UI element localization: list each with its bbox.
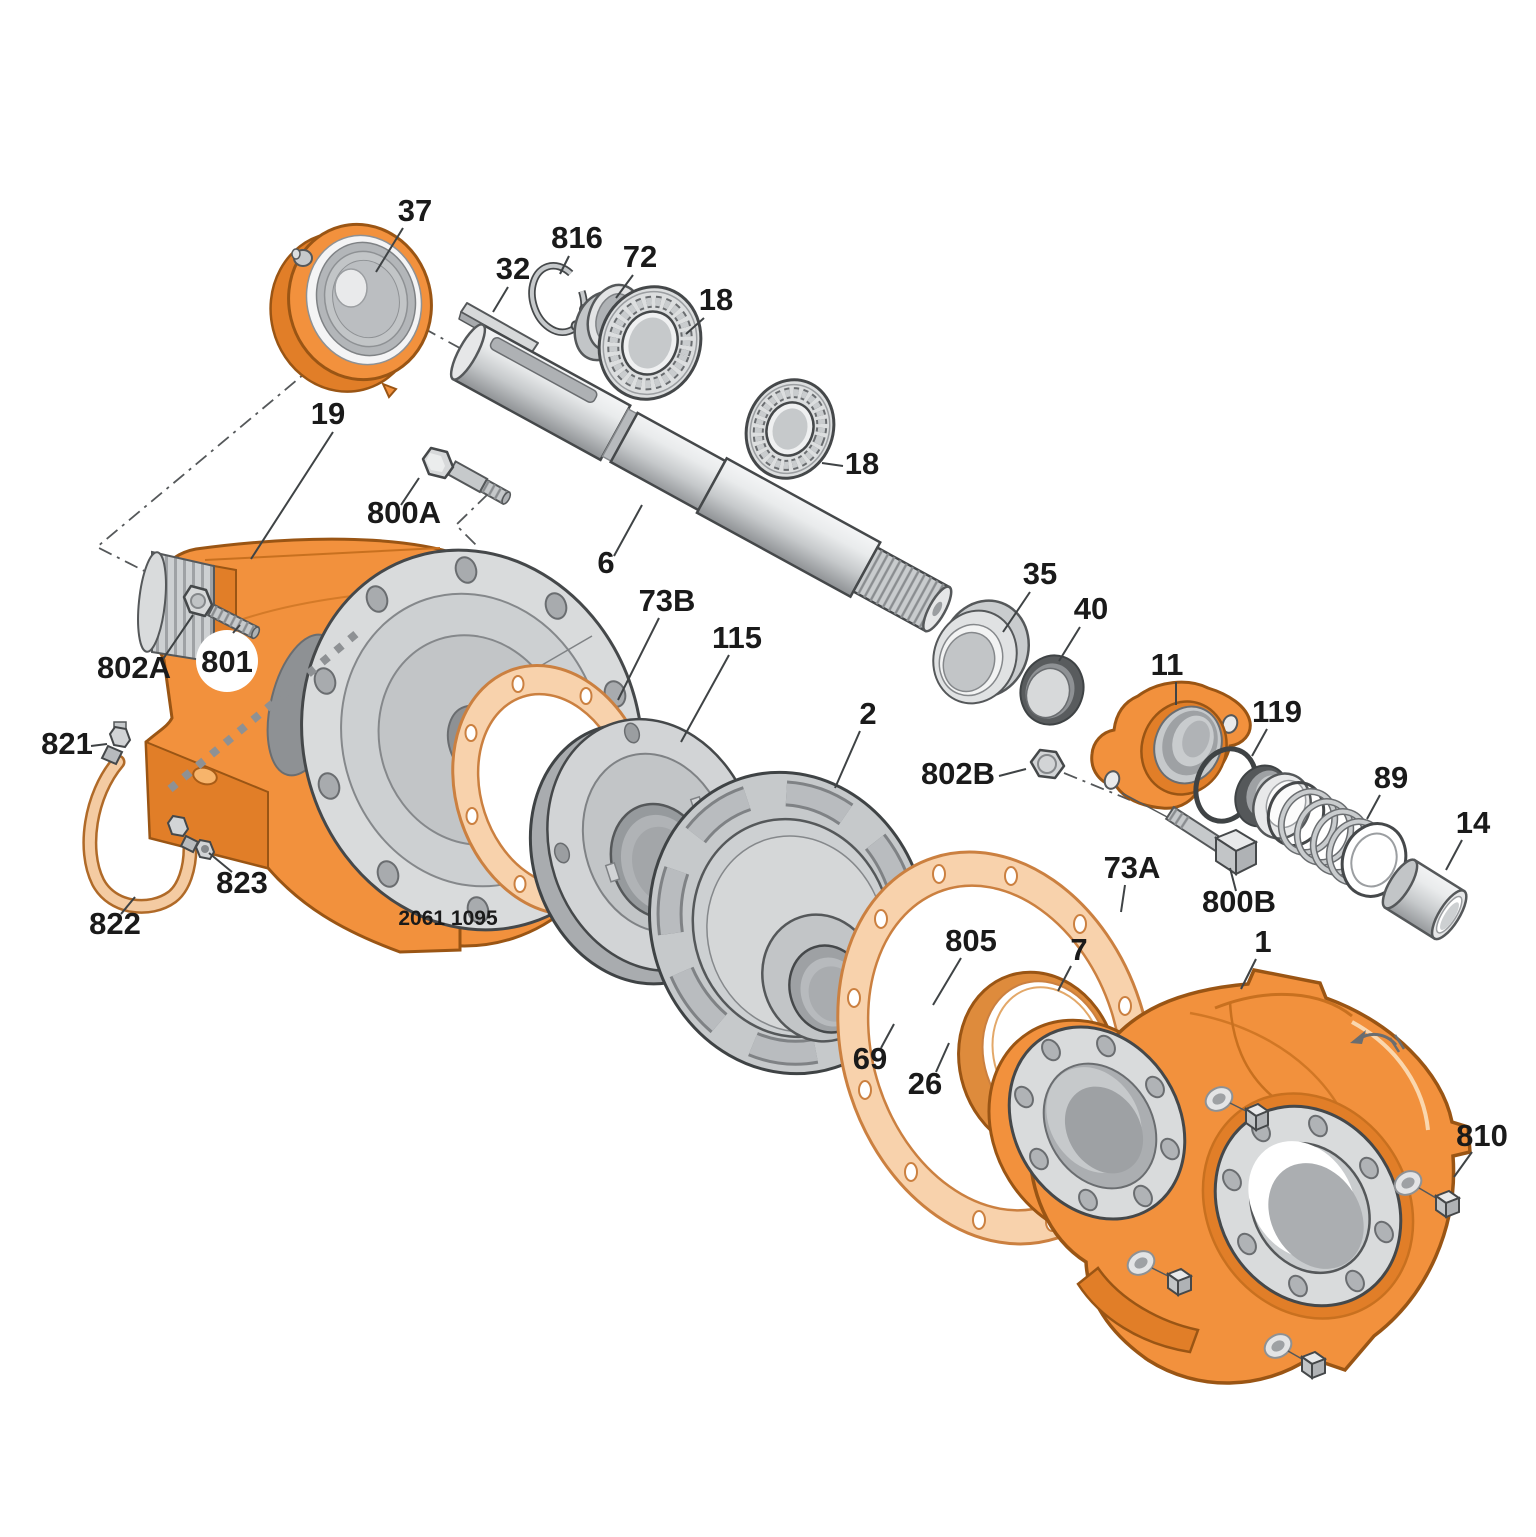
callout-o-ring: 119 bbox=[1252, 694, 1302, 729]
part-seal-washer-40 bbox=[1019, 654, 1085, 726]
callout-gland-nut: 802B bbox=[921, 756, 995, 791]
part-bearing-outboard-18 bbox=[597, 285, 703, 401]
callout-shaft: 6 bbox=[597, 545, 614, 580]
part-frame-nut-802A bbox=[182, 584, 214, 618]
callout-labels: 37 816 32 72 18 19 800A 6 18 35 40 11 11… bbox=[41, 193, 1508, 1153]
callout-bearing-cover: 37 bbox=[398, 193, 432, 228]
callout-grease-stud: 801 bbox=[201, 644, 253, 679]
part-mechanical-seal-89 bbox=[1234, 764, 1408, 898]
callout-impeller-washer: 69 bbox=[853, 1041, 887, 1076]
part-labyrinth-seal-35 bbox=[932, 599, 1030, 705]
callout-labyrinth-seal: 35 bbox=[1023, 556, 1057, 591]
callout-grease-elbow: 821 bbox=[41, 726, 93, 761]
callout-wear-ring: 7 bbox=[1070, 932, 1087, 967]
callout-bubble-801 bbox=[196, 630, 258, 692]
callout-shaft-sleeve: 14 bbox=[1456, 805, 1491, 840]
callout-lock-washer: 805 bbox=[945, 923, 997, 958]
part-gland-bolt-800B bbox=[1164, 805, 1259, 876]
callout-pipe-plug: 810 bbox=[1456, 1118, 1508, 1153]
callout-bearing-outboard: 18 bbox=[699, 282, 733, 317]
part-shaft-sleeve-14 bbox=[1381, 858, 1468, 941]
callout-impeller-bolt: 26 bbox=[908, 1066, 942, 1101]
part-gland-nut-802B bbox=[1029, 748, 1066, 780]
part-casing-1 bbox=[987, 968, 1472, 1385]
rotation-arrow-icon bbox=[1350, 1030, 1406, 1053]
part-grease-stud-801 bbox=[206, 603, 261, 640]
leader-lines bbox=[90, 227, 1473, 1178]
callout-seal-washer: 40 bbox=[1074, 591, 1108, 626]
part-shaft-6 bbox=[449, 323, 953, 633]
callout-seal-gland: 11 bbox=[1151, 647, 1184, 682]
callout-mechanical-seal: 89 bbox=[1374, 760, 1408, 795]
part-bearing-cover-37 bbox=[269, 222, 433, 399]
callout-retaining-ring: 816 bbox=[551, 220, 603, 255]
casing-plug-bosses bbox=[1126, 1086, 1437, 1360]
part-bearing-inboard-18 bbox=[744, 378, 836, 480]
callout-frame-nut: 802A bbox=[97, 650, 171, 685]
drawing-number: 2061 1095 bbox=[398, 907, 498, 930]
callout-grease-tube: 822 bbox=[89, 906, 141, 941]
callout-impeller: 2 bbox=[859, 696, 876, 731]
callout-shaft-key: 32 bbox=[496, 251, 530, 286]
callout-casing: 1 bbox=[1254, 924, 1271, 959]
grease-button-icon bbox=[291, 248, 313, 267]
part-grease-tube-assembly bbox=[82, 721, 216, 914]
callout-gland-bolt: 800B bbox=[1202, 884, 1276, 919]
callout-casing-gasket: 73A bbox=[1104, 850, 1161, 885]
callout-stuffing-box-cover: 115 bbox=[712, 620, 762, 655]
part-pipe-plugs-810 bbox=[1165, 1102, 1462, 1380]
part-frame-bolt-800A bbox=[421, 446, 512, 506]
callout-frame-bolt: 800A bbox=[367, 495, 441, 530]
callout-bearing-frame: 19 bbox=[311, 396, 345, 431]
callout-bearing-inboard: 18 bbox=[845, 446, 879, 481]
callout-grease-fitting: 823 bbox=[216, 865, 268, 900]
part-seal-gland-11 bbox=[1090, 680, 1252, 819]
elbow-fitting-821 bbox=[100, 721, 132, 766]
callout-frame-gasket: 73B bbox=[639, 583, 696, 618]
callout-bearing-spacer: 72 bbox=[623, 239, 657, 274]
